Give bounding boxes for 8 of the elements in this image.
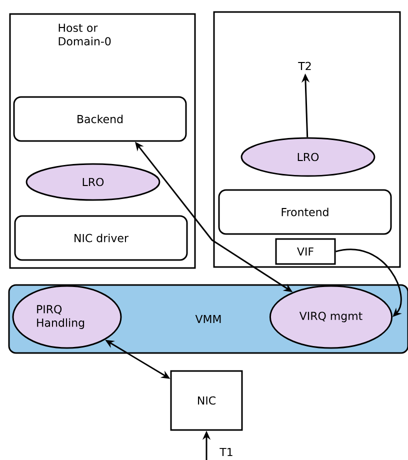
- backend-box: Backend: [13, 96, 187, 142]
- output-label: T2: [298, 62, 311, 70]
- edge-label: T1: [218, 447, 234, 458]
- frontend-box: Frontend: [218, 189, 392, 235]
- guest-box: [213, 11, 401, 268]
- vif-box: VIF: [275, 238, 336, 265]
- nic-driver-box: NIC driver: [14, 215, 188, 261]
- nic-box: NIC: [170, 370, 243, 431]
